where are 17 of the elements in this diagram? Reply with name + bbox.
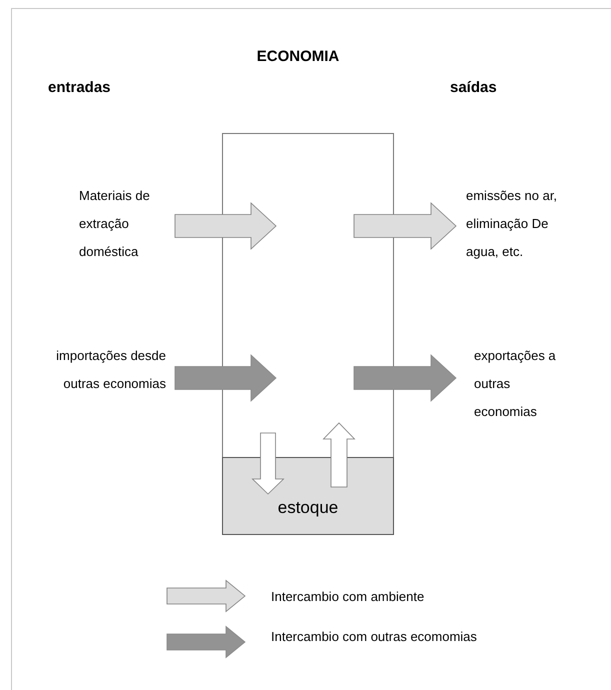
block-arrow bbox=[252, 432, 284, 495]
flow-label: exportações a outras economias bbox=[474, 347, 557, 421]
flow-label: Materiais de extração doméstica bbox=[79, 187, 151, 261]
diagram-title: ECONOMIA bbox=[256, 47, 340, 67]
column-heading: entradas bbox=[48, 78, 111, 98]
block-arrow bbox=[322, 422, 356, 488]
block-arrow bbox=[174, 354, 277, 402]
block-arrow bbox=[354, 354, 457, 402]
flow-label: importações desde outras economias bbox=[55, 347, 166, 393]
legend-text: Intercambio com outras ecomomias bbox=[271, 628, 477, 646]
stock-label: estoque bbox=[278, 496, 338, 518]
stock-box bbox=[222, 457, 394, 535]
column-heading: saídas bbox=[450, 78, 497, 98]
block-arrow bbox=[354, 202, 457, 250]
legend-text: Intercambio com ambiente bbox=[271, 588, 424, 606]
flow-label: emissões no ar, eliminação De agua, etc. bbox=[466, 187, 558, 261]
block-arrow bbox=[174, 202, 277, 250]
